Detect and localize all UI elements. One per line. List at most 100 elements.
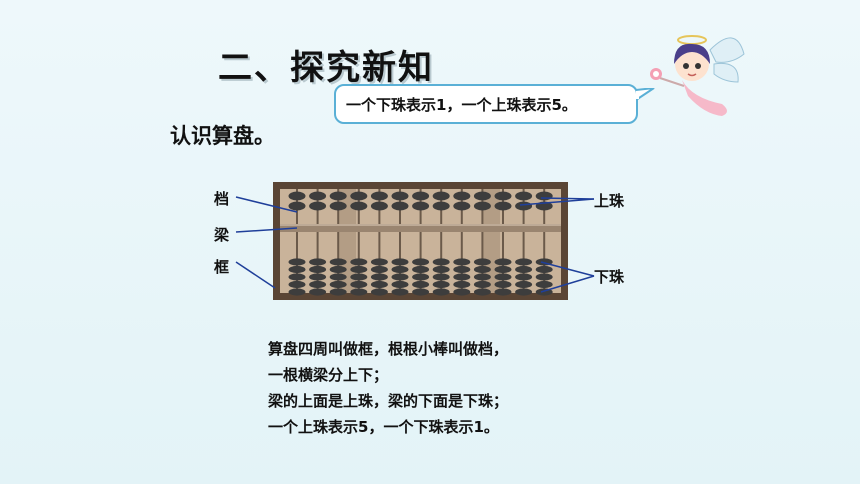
upper-bead [288,201,306,211]
lower-bead [309,258,327,266]
upper-bead [391,191,409,201]
lower-bead [535,273,553,281]
lower-bead [370,288,388,296]
lower-bead [288,258,306,266]
lower-bead [473,273,491,281]
pointer-line-shangzhu [519,198,595,206]
lower-bead [412,273,430,281]
upper-bead [412,201,430,211]
lower-bead [329,288,347,296]
lower-bead [473,288,491,296]
pointer-line-kuang [235,261,276,289]
lower-bead [350,258,368,266]
lower-bead [432,265,450,274]
lower-bead [329,258,347,266]
lower-bead [515,288,533,296]
description-line: 一个上珠表示5，一个下珠表示1。 [268,418,499,436]
lower-bead [535,258,553,266]
lower-bead [535,288,553,296]
upper-bead [309,191,327,201]
abacus-beam [280,224,561,232]
lower-bead [391,265,409,274]
upper-bead [412,191,430,201]
upper-bead [288,191,306,201]
lower-bead [288,265,306,274]
lower-bead [473,280,491,289]
upper-bead [329,201,347,211]
upper-bead [329,191,347,201]
lower-bead [494,273,512,281]
upper-bead [391,201,409,211]
description-line: 梁的上面是上珠，梁的下面是下珠； [268,392,509,410]
lower-bead [412,288,430,296]
speech-bubble-tail [636,88,655,102]
lower-bead [350,273,368,281]
lower-bead [494,265,512,274]
lower-bead [288,288,306,296]
pointer-line-liang [235,227,298,233]
upper-bead [473,201,491,211]
label-kuang: 框 [214,258,230,276]
lower-bead [432,280,450,289]
upper-bead [453,191,471,201]
lower-bead [473,258,491,266]
lower-bead [453,280,471,289]
abacus-inner [280,189,561,293]
pointer-line-shangzhu [540,197,595,200]
label-liang: 梁 [214,226,230,244]
lower-bead [515,265,533,274]
lower-bead [370,265,388,274]
upper-bead [535,201,553,211]
page-title: 二、探究新知 [218,48,434,88]
lower-bead [515,280,533,289]
upper-bead [515,201,533,211]
abacus-shade [482,189,500,293]
upper-bead [515,191,533,201]
lower-bead [391,258,409,266]
lower-bead [288,280,306,289]
upper-bead [350,191,368,201]
pointer-line-xiazhu [540,261,595,277]
lower-bead [494,258,512,266]
upper-bead [370,201,388,211]
upper-bead [494,201,512,211]
upper-bead [350,201,368,211]
upper-bead [473,191,491,201]
upper-bead [535,191,553,201]
speech-bubble-text: 一个下珠表示1，一个上珠表示5。 [346,95,577,114]
lower-bead [350,280,368,289]
lower-bead [350,265,368,274]
lower-bead [329,280,347,289]
lower-bead [391,288,409,296]
lower-bead [350,288,368,296]
lower-bead [515,273,533,281]
lower-bead [391,280,409,289]
lower-bead [412,265,430,274]
angel-icon [650,35,745,116]
lower-bead [535,280,553,289]
lower-bead [309,288,327,296]
lower-bead [453,258,471,266]
label-xiazhu: 下珠 [594,268,625,286]
lower-bead [432,288,450,296]
upper-bead [370,191,388,201]
lower-bead [453,265,471,274]
lower-bead [412,280,430,289]
abacus-shade [338,189,356,293]
label-dang: 档 [214,190,230,208]
lower-bead [432,258,450,266]
upper-bead [494,191,512,201]
lower-bead [453,273,471,281]
upper-bead [432,191,450,201]
lower-bead [515,258,533,266]
lower-bead [329,273,347,281]
lower-bead [535,265,553,274]
lower-bead [453,288,471,296]
description: 算盘四周叫做框，根根小棒叫做档， 一根横梁分上下； 梁的上面是上珠，梁的下面是下… [268,336,508,440]
upper-bead [432,201,450,211]
upper-bead [453,201,471,211]
abacus-frame [273,182,568,300]
lower-bead [370,280,388,289]
pointer-line-xiazhu [540,275,595,293]
lower-bead [370,273,388,281]
